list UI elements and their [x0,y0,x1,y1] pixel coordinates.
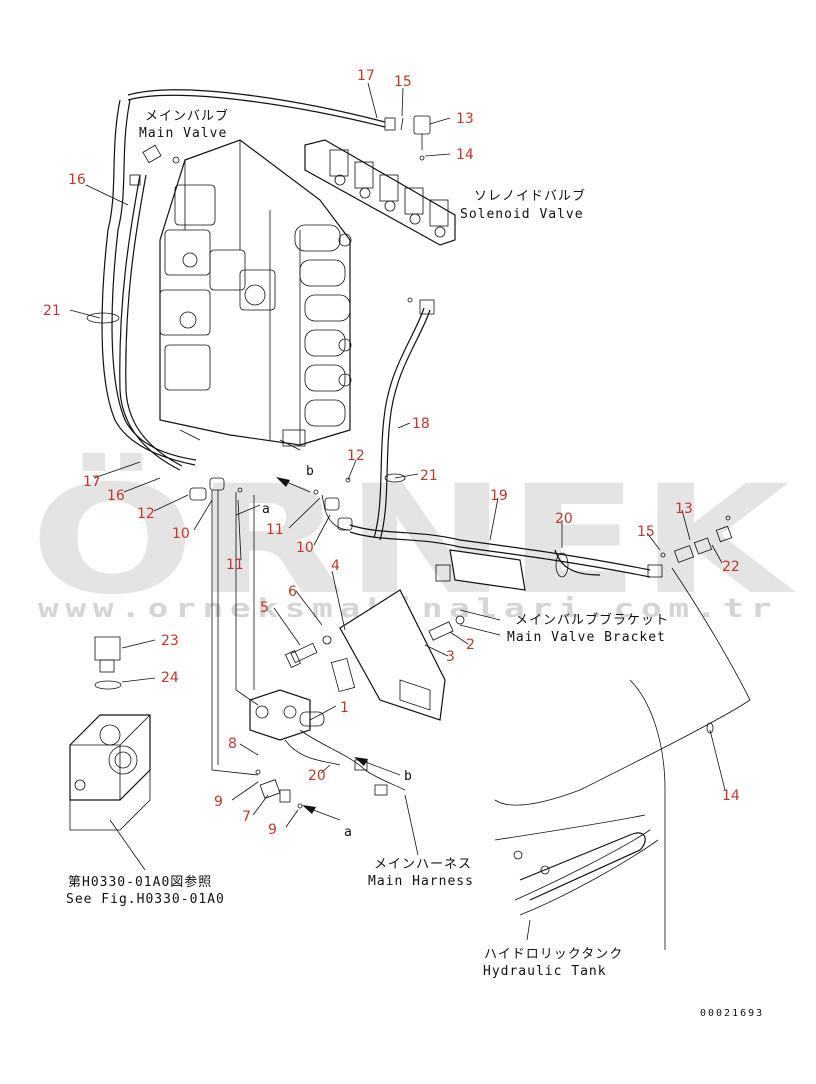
tank-label-jp: ハイドロリックタンク [484,947,623,962]
marker-b-low: b [404,769,413,784]
harness-label-en: Main Harness [368,874,474,889]
tank-label-en: Hydraulic Tank [483,964,607,979]
main-valve-label-en: Main Valve [139,126,227,141]
callout-20-top: 20 [555,511,573,527]
fitting-7 [255,769,303,809]
reference-label-jp: 第H0330-01A0図参照 [68,874,212,890]
bolt-3 [428,615,465,641]
callout-5: 5 [260,600,269,616]
leader-lines [69,82,726,941]
callout-7: 7 [242,809,251,825]
callout-10-mid: 10 [296,540,314,556]
reference-label-en: See Fig.H0330-01A0 [66,892,225,907]
block-1 [249,689,406,796]
callout-21-left: 21 [43,303,61,319]
hose-18 [373,297,435,541]
arrows [235,477,401,821]
solenoid-label-jp: ソレノイドバルブ [474,188,586,204]
callout-1: 1 [340,700,349,716]
marker-b-top: b [306,464,315,479]
callout-8: 8 [228,736,237,752]
callout-6: 6 [288,584,297,600]
callout-17-top: 17 [357,68,375,84]
callout-19: 19 [490,488,508,504]
callout-15-right: 15 [637,524,655,540]
bracket-label-jp: メインバルブブラケット [515,612,669,628]
marker-a-top: a [262,502,271,517]
bracket-label-en: Main Valve Bracket [507,630,666,645]
main-valve-block [159,139,352,451]
drawing-code: 00021693 [700,1008,764,1019]
callout-4: 4 [331,558,340,574]
callout-18: 18 [412,416,430,432]
marker-a-low: a [344,825,353,840]
markers: b a b a [262,464,413,840]
harness-label-jp: メインハーネス [374,857,472,872]
main-valve-bracket [330,549,526,721]
callout-15-top: 15 [394,74,412,90]
callout-12-mid: 12 [347,448,365,464]
callout-14-right: 14 [722,788,740,804]
callouts: 17 15 13 14 16 21 18 12 21 17 16 19 12 1… [43,68,740,838]
hydraulic-tank [494,679,666,950]
fittings-10-12 [189,477,353,531]
solenoid-label-en: Solenoid Valve [460,207,584,222]
callout-12-left: 12 [137,506,155,522]
detail-block [69,636,151,831]
fitting-13-top [384,115,431,161]
main-valve-label-jp: メインバルブ [145,108,229,124]
callout-9-left: 9 [214,794,223,810]
hose-14 [494,567,751,806]
fitting-13-right [660,515,733,563]
fitting-top-left [129,144,180,186]
callout-23: 23 [161,633,179,649]
callout-10-left: 10 [172,526,190,542]
callout-13-right: 13 [675,501,693,517]
callout-3: 3 [446,649,455,665]
component-labels: メインバルブ Main Valve ソレノイドバルブ Solenoid Valv… [66,108,669,979]
hose-19 [349,524,663,578]
solenoid-valve [304,139,456,246]
callout-2: 2 [466,637,475,653]
callout-20-low: 20 [308,768,326,784]
callout-21-mid: 21 [420,468,438,484]
callout-17-left: 17 [83,474,101,490]
callout-13-top: 13 [456,111,474,127]
callout-24: 24 [161,670,179,686]
callout-9-right: 9 [268,822,277,838]
bolt-5 [284,635,332,668]
hose-16-17 [101,89,386,471]
callout-11-left: 11 [226,557,244,573]
callout-14-top: 14 [456,147,474,163]
callout-16-top: 16 [68,172,86,188]
callout-22: 22 [722,559,740,575]
callout-11-mid: 11 [266,522,284,538]
callout-16-left: 16 [107,488,125,504]
